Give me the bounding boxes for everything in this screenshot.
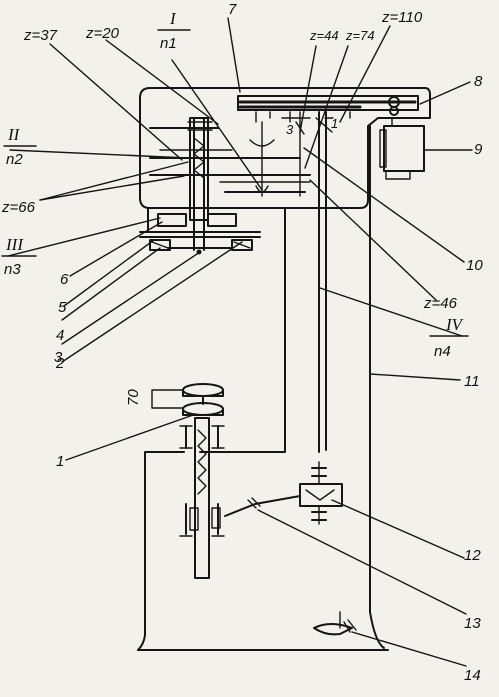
label-part-4: 4 <box>56 327 64 344</box>
machine-column <box>137 125 389 651</box>
labels: z=37 z=20 I n1 7 z=44 z=74 z=110 8 9 II … <box>1 1 483 684</box>
label-z44: z=44 <box>309 28 339 43</box>
label-dim-70: 70 <box>125 389 142 406</box>
lower-spindle <box>179 383 225 579</box>
label-part-3: 3 <box>54 349 63 366</box>
dimension-70 <box>151 389 183 409</box>
label-shaft-I: I <box>169 9 177 28</box>
lower-gear-cluster <box>139 213 261 255</box>
label-small-1: 1 <box>331 116 338 131</box>
label-z66: z=66 <box>1 199 36 216</box>
motor <box>379 117 425 180</box>
label-part-6: 6 <box>60 271 69 288</box>
label-part-2: 2 <box>55 355 65 372</box>
label-part-1: 1 <box>56 453 64 470</box>
label-n1: n1 <box>160 35 177 52</box>
label-part-14: 14 <box>464 667 481 684</box>
label-part-5: 5 <box>58 299 67 316</box>
label-small-3: 3 <box>286 122 294 137</box>
label-part-9: 9 <box>474 141 483 158</box>
label-n4: n4 <box>434 343 451 360</box>
label-z46: z=46 <box>423 295 458 312</box>
label-shaft-IV: IV <box>445 315 465 334</box>
label-part-11: 11 <box>464 373 480 390</box>
label-z20: z=20 <box>85 25 120 42</box>
label-part-7: 7 <box>228 1 237 18</box>
label-z74: z=74 <box>345 28 375 43</box>
label-part-10: 10 <box>466 257 483 274</box>
gearbox-shafts <box>249 111 334 453</box>
label-shaft-III: III <box>5 235 24 254</box>
leader-lines <box>7 17 473 667</box>
label-z110: z=110 <box>381 9 423 26</box>
label-z37: z=37 <box>23 27 58 44</box>
label-n3: n3 <box>4 261 21 278</box>
label-part-12: 12 <box>464 547 481 564</box>
label-n2: n2 <box>6 151 23 168</box>
foot-pedal <box>313 611 357 636</box>
upper-spindle <box>171 117 227 251</box>
feed-mechanism <box>224 461 343 525</box>
label-shaft-II: II <box>7 125 21 144</box>
gearbox-housing <box>139 87 431 209</box>
top-gear-train <box>237 95 419 123</box>
shaft-II-gears <box>149 127 311 193</box>
label-part-13: 13 <box>464 615 481 632</box>
label-part-8: 8 <box>474 73 483 90</box>
